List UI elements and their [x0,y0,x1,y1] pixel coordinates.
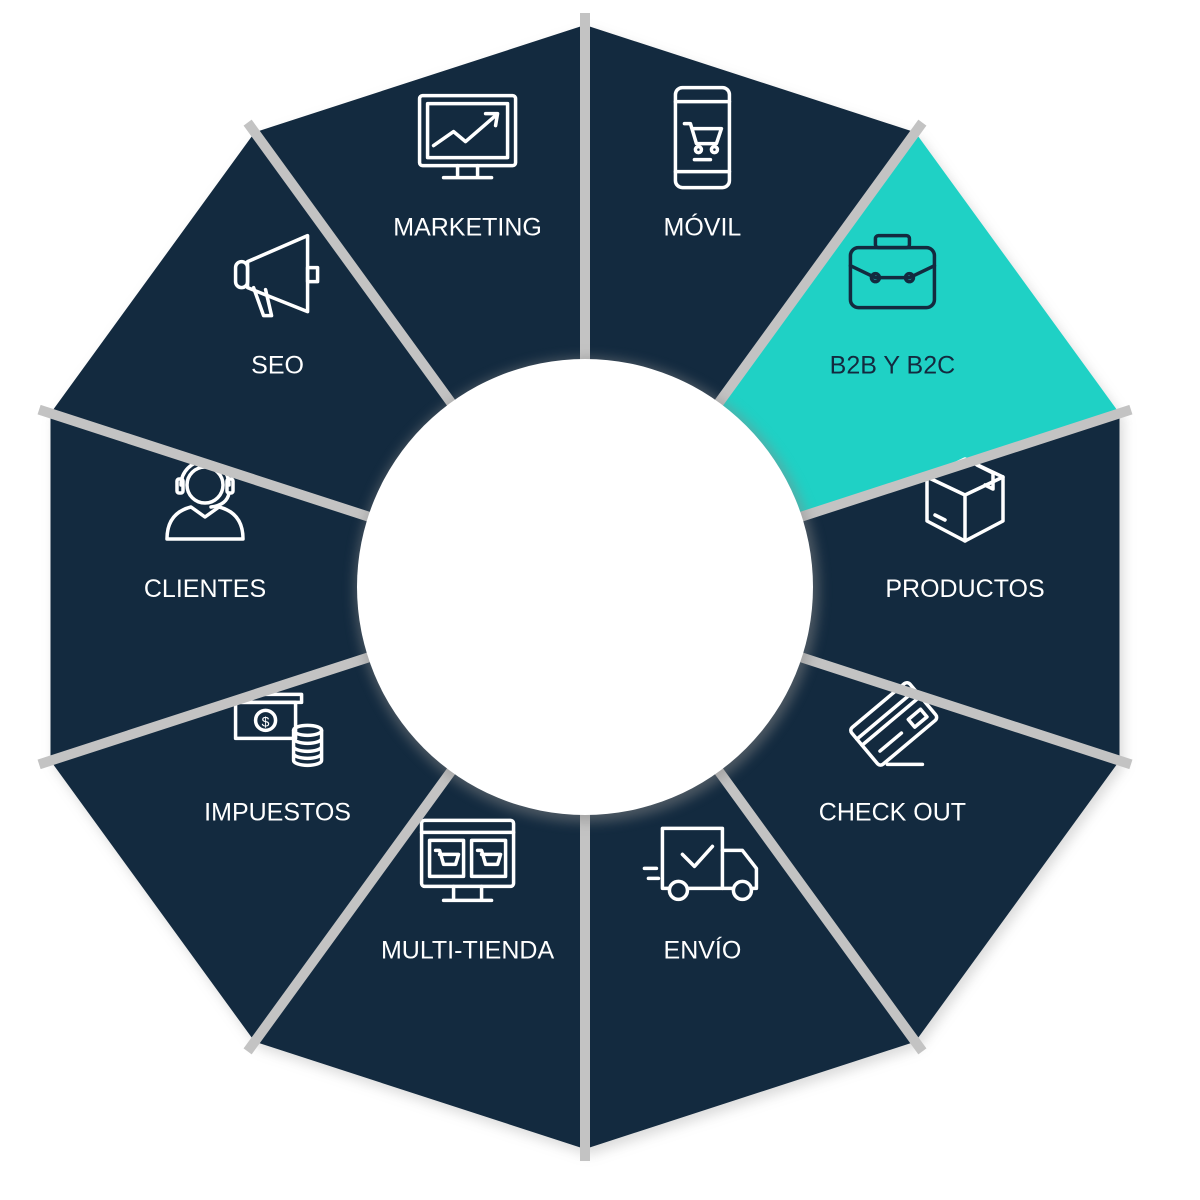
segment-clientes[interactable]: CLIENTES [50,413,370,761]
segment-shape [50,657,452,1042]
segment-label: IMPUESTOS [204,798,351,826]
multi-store-monitor-icon [419,818,516,903]
segment-divider [243,763,459,1055]
segment-divider [37,404,376,524]
segment-label: CHECK OUT [819,798,966,826]
segment-label: CLIENTES [144,575,266,603]
segment-shape [800,413,1120,761]
segment-envío[interactable]: ENVÍO [585,770,916,1149]
segment-shape [585,25,916,404]
segment-label: SEO [251,352,304,380]
segment-shape [50,413,370,761]
segment-label: B2B Y B2C [830,352,956,380]
segment-shape [254,25,586,404]
segment-seo[interactable]: SEO [50,132,452,517]
chart-monitor-icon [417,93,518,180]
segment-divider [794,404,1133,524]
segment-shape [254,770,586,1149]
credit-card-icon [849,680,939,767]
segment-label: ENVÍO [664,935,742,964]
segment-shape [718,132,1120,517]
segment-impuestos[interactable]: $ IMPUESTOS [50,657,452,1042]
segment-label: MULTI-TIENDA [381,936,554,964]
svg-text:$: $ [262,713,270,729]
delivery-truck-icon [642,826,759,902]
segment-label: PRODUCTOS [885,575,1044,603]
segment-shape [718,657,1120,1042]
segment-divider [711,119,927,411]
megaphone-icon [233,233,320,318]
segment-marketing[interactable]: MARKETING [254,25,586,404]
segment-shape [585,770,916,1149]
segment-divider [794,650,1133,770]
segment-móvil[interactable]: MÓVIL [585,25,916,404]
segment-multi-tienda[interactable]: MULTI-TIENDA [254,770,586,1149]
center-hole [357,359,813,815]
segment-label: MÓVIL [664,213,742,242]
segment-divider [711,763,927,1055]
segment-divider [37,650,376,770]
segment-label: MARKETING [393,214,542,242]
segment-b2b-y-b2c[interactable]: B2B Y B2C [718,132,1120,517]
mobile-cart-icon [673,85,732,190]
briefcase-icon [848,233,937,310]
segment-divider [243,119,459,411]
segment-check-out[interactable]: CHECK OUT [718,657,1120,1042]
segment-shape [50,132,452,517]
